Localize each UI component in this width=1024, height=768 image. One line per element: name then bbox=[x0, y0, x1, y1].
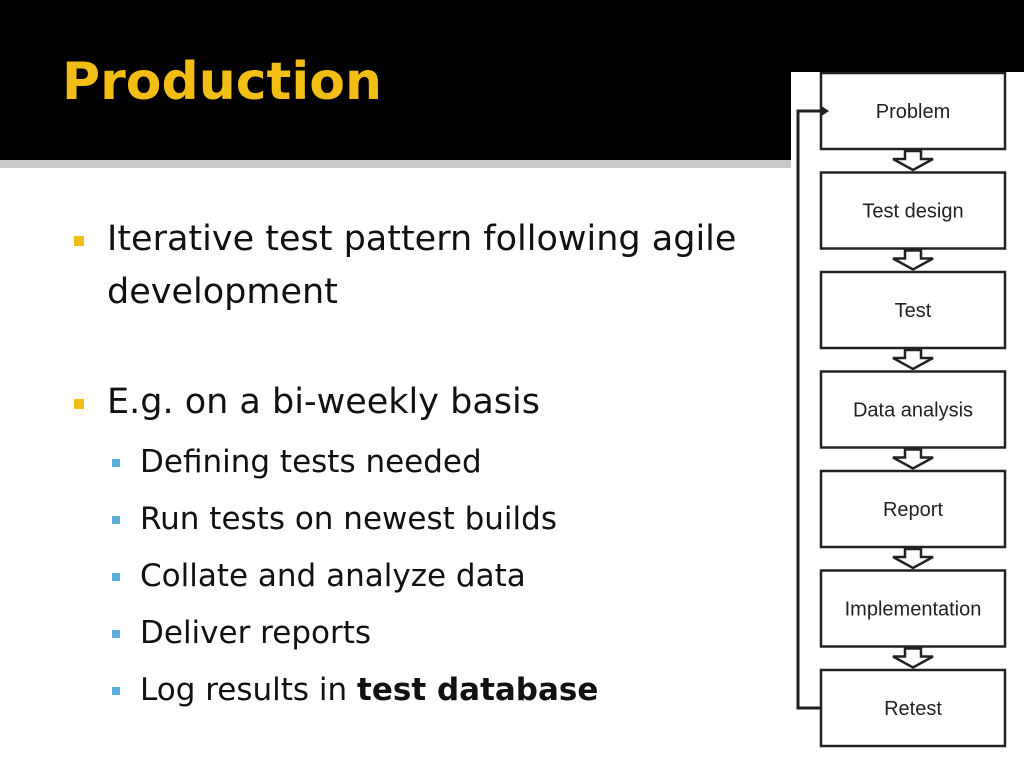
sub-bullet-text: Log results in test database bbox=[140, 670, 598, 710]
loop-back-arrow bbox=[796, 105, 829, 710]
flow-down-arrow bbox=[892, 647, 934, 669]
flow-down-arrow bbox=[892, 348, 934, 371]
flow-step-label: Data analysis bbox=[853, 400, 973, 422]
flow-step-box bbox=[819, 171, 1007, 250]
flow-step: Test design bbox=[819, 171, 1007, 250]
bullet-text: E.g. on a bi-weekly basis bbox=[107, 382, 540, 422]
bullet-marker bbox=[74, 236, 84, 246]
flow-down-arrow bbox=[892, 448, 934, 470]
loop-arrow-head bbox=[820, 105, 829, 117]
sub-bullet-marker bbox=[112, 687, 120, 695]
flow-step-box bbox=[819, 668, 1007, 748]
flow-step-box bbox=[819, 370, 1007, 449]
flow-down-arrow bbox=[892, 547, 934, 570]
flow-step-label: Test bbox=[895, 300, 932, 322]
flow-step-box bbox=[819, 469, 1007, 549]
sub-bullet-marker bbox=[112, 630, 120, 638]
sub-bullet-marker bbox=[112, 573, 120, 581]
flow-step-box bbox=[819, 569, 1007, 648]
flow-step-label: Implementation bbox=[845, 599, 982, 621]
flow-step: Test bbox=[819, 270, 1007, 350]
flow-step-label: Problem bbox=[876, 101, 950, 123]
slide-title: Production bbox=[62, 52, 382, 112]
sub-bullet-marker bbox=[112, 459, 120, 467]
flow-down-arrow bbox=[892, 249, 934, 271]
flow-step-label: Retest bbox=[884, 698, 942, 720]
sub-bullet-text-bold: test database bbox=[357, 672, 599, 708]
bullet-text: Iterative test pattern following agile d… bbox=[107, 219, 737, 312]
sub-bullet-text: Run tests on newest builds bbox=[140, 501, 557, 537]
flow-step: Retest bbox=[819, 668, 1007, 748]
flow-step: Report bbox=[819, 469, 1007, 549]
flow-step: Problem bbox=[819, 72, 1007, 151]
title-divider bbox=[0, 160, 1024, 168]
sub-bullet-text-normal: Log results in bbox=[140, 672, 358, 708]
sub-bullet-text: Defining tests needed bbox=[140, 444, 482, 480]
flow-step-box bbox=[819, 72, 1007, 151]
flow-step-label: Report bbox=[883, 499, 943, 521]
flow-step: Data analysis bbox=[819, 370, 1007, 449]
flow-down-arrow bbox=[892, 149, 934, 172]
flowchart-arrows bbox=[892, 149, 934, 669]
flow-step-box bbox=[819, 270, 1007, 350]
sub-bullet-text: Deliver reports bbox=[140, 615, 372, 651]
flow-step: Implementation bbox=[819, 569, 1007, 648]
bullet-marker bbox=[74, 399, 84, 409]
flow-step-label: Test design bbox=[862, 201, 963, 223]
sub-bullet-text: Collate and analyze data bbox=[140, 558, 526, 594]
sub-bullet-marker bbox=[112, 516, 120, 524]
